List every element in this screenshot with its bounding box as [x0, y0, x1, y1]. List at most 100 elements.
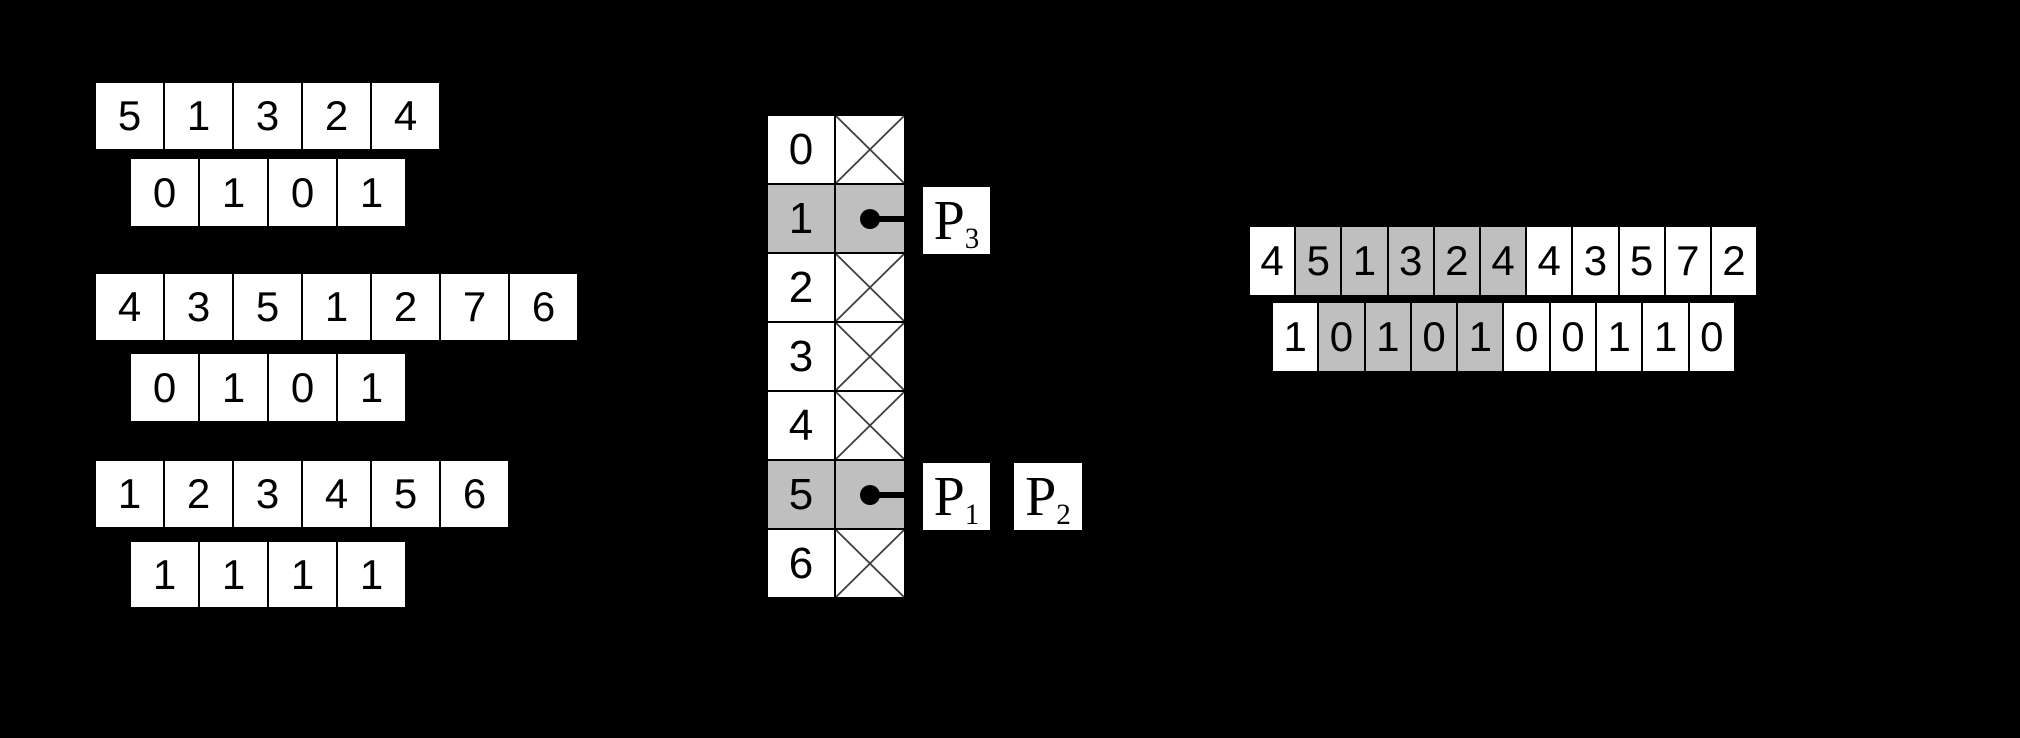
array-cell: 4 [96, 274, 163, 340]
array-cell: 0 [269, 354, 336, 421]
array-cell: 2 [372, 274, 439, 340]
array-cell: 5 [1296, 227, 1341, 295]
array-cell: 4 [372, 83, 439, 149]
pointer-label-p2: P2 [1014, 463, 1082, 530]
array-cell: 1 [338, 354, 405, 421]
x-mark-icon [836, 323, 904, 390]
hash-slot-crossed-cell [836, 254, 904, 321]
pointer-label-p3: P3 [923, 187, 990, 254]
hash-table-row: 6 [768, 530, 904, 597]
array-cell: 2 [1434, 227, 1479, 295]
array-cell: 0 [1319, 303, 1364, 371]
hash-slot-pointer-cell [836, 461, 904, 528]
pointer-line [870, 491, 904, 498]
hash-index-cell: 6 [768, 530, 834, 597]
array-cell: 5 [1619, 227, 1664, 295]
array-cell: 0 [1550, 303, 1596, 371]
array-cell: 1 [1597, 303, 1642, 371]
array-cell: 4 [1480, 227, 1526, 295]
pointer-subscript: 1 [964, 498, 980, 531]
array-cell: 2 [303, 83, 370, 149]
array-cell: 2 [165, 461, 232, 527]
hash-table-row: 3 [768, 323, 904, 390]
pointer-label-p1: P1 [923, 463, 990, 530]
array-cell: 6 [510, 274, 577, 340]
array-cell: 0 [131, 159, 198, 226]
array-cell: 0 [1411, 303, 1457, 371]
hash-index-cell: 4 [768, 392, 834, 459]
pointer-base: P [933, 465, 965, 528]
array-cell: 3 [234, 461, 301, 527]
pointer-line [870, 215, 904, 222]
hash-slot-crossed-cell [836, 323, 904, 390]
hash-index-cell: 2 [768, 254, 834, 321]
hash-table-row: 0 [768, 116, 904, 183]
array-cell: 1 [338, 159, 405, 226]
pointer-base: P [933, 189, 965, 252]
array-cell: 6 [441, 461, 508, 527]
pointer-subscript: 2 [1056, 498, 1071, 531]
hash-slot-crossed-cell [836, 116, 904, 183]
array-cell: 1 [1273, 303, 1318, 371]
array-cell: 1 [165, 83, 232, 149]
array-cell: 1 [338, 542, 405, 607]
hash-slot-crossed-cell [836, 392, 904, 459]
array-cell: 3 [165, 274, 232, 340]
x-mark-icon [836, 254, 904, 321]
array-cell: 1 [200, 354, 267, 421]
hash-table-row: 4 [768, 392, 904, 459]
array-cell: 1 [303, 274, 370, 340]
array-cell: 1 [96, 461, 163, 527]
array-cell: 3 [1573, 227, 1618, 295]
array-cell: 1 [1643, 303, 1688, 371]
array-cell: 5 [372, 461, 439, 527]
pointer-subscript: 3 [964, 222, 980, 255]
array-cell: 0 [269, 159, 336, 226]
hash-index-cell: 0 [768, 116, 834, 183]
array-cell: 1 [269, 542, 336, 607]
array-cell: 5 [96, 83, 163, 149]
array-cell: 7 [1665, 227, 1710, 295]
hash-slot-pointer-cell [836, 185, 904, 252]
array-cell: 5 [234, 274, 301, 340]
pointer-label-text: P1 [933, 465, 980, 530]
array-cell: 1 [200, 542, 267, 607]
hash-table-row: 5 [768, 461, 904, 528]
x-mark-icon [836, 530, 904, 597]
array-cell: 3 [234, 83, 301, 149]
hash-slot-crossed-cell [836, 530, 904, 597]
array-cell: 0 [1504, 303, 1549, 371]
pointer-label-text: P2 [1025, 465, 1071, 530]
array-cell: 4 [1250, 227, 1295, 295]
hash-index-cell: 1 [768, 185, 834, 252]
pointer-base: P [1025, 465, 1057, 528]
hash-table-row: 2 [768, 254, 904, 321]
array-cell: 1 [131, 542, 198, 607]
array-cell: 3 [1388, 227, 1433, 295]
hash-index-cell: 3 [768, 323, 834, 390]
pointer-label-text: P3 [933, 189, 980, 254]
hash-index-cell: 5 [768, 461, 834, 528]
array-cell: 0 [131, 354, 198, 421]
array-cell: 1 [1458, 303, 1503, 371]
array-cell: 7 [441, 274, 508, 340]
array-cell: 1 [200, 159, 267, 226]
array-cell: 2 [1711, 227, 1757, 295]
array-cell: 0 [1689, 303, 1734, 371]
array-cell: 1 [1365, 303, 1410, 371]
hash-table-row: 1 [768, 185, 904, 252]
array-cell: 1 [1342, 227, 1387, 295]
x-mark-icon [836, 116, 904, 183]
x-mark-icon [836, 392, 904, 459]
array-cell: 4 [303, 461, 370, 527]
